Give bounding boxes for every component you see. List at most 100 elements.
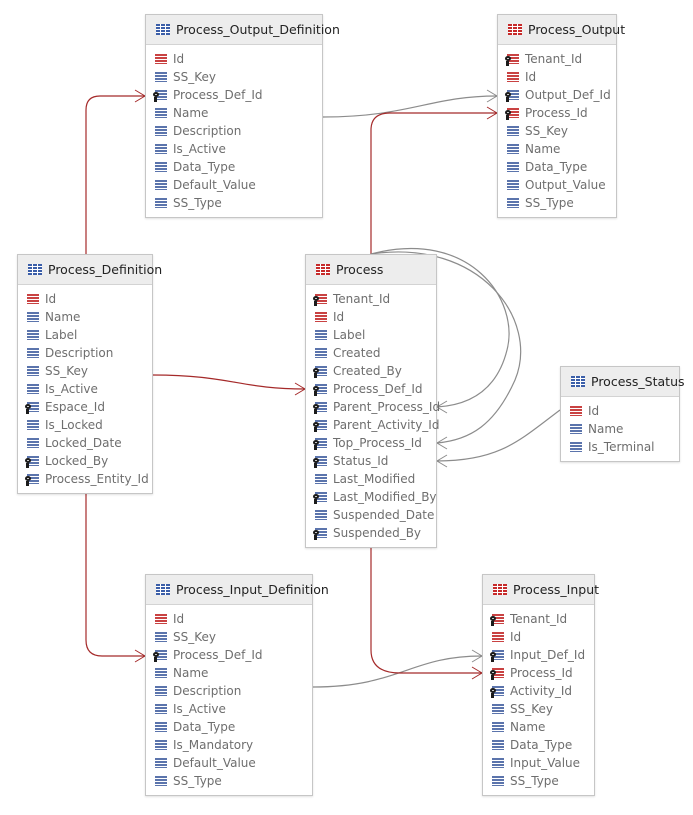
attribute-row[interactable]: SS_Key xyxy=(18,362,152,380)
attribute-row[interactable]: Process_Id xyxy=(483,664,594,682)
attribute-row[interactable]: Output_Def_Id xyxy=(498,86,616,104)
attribute-row[interactable]: SS_Key xyxy=(146,68,322,86)
attribute-row[interactable]: Parent_Process_Id xyxy=(306,398,440,416)
attribute-row[interactable]: Name xyxy=(18,308,152,326)
entity-header[interactable]: Process_Output_Definition xyxy=(146,15,340,45)
foreign-key-icon xyxy=(505,90,519,102)
relationship-process-to-process-output[interactable] xyxy=(370,106,498,254)
attribute-row[interactable]: Created_By xyxy=(306,362,436,380)
attribute-icon xyxy=(155,198,167,208)
attribute-row[interactable]: Is_Terminal xyxy=(561,438,679,456)
attribute-row[interactable]: Data_Type xyxy=(483,736,594,754)
attribute-row[interactable]: Process_Def_Id xyxy=(306,380,436,398)
attribute-row[interactable]: Input_Value xyxy=(483,754,594,772)
entity-header[interactable]: Process_Input_Definition xyxy=(146,575,329,605)
primary-key-icon xyxy=(570,406,582,416)
attribute-row[interactable]: Id xyxy=(18,290,152,308)
attribute-row[interactable]: Label xyxy=(306,326,436,344)
foreign-key-icon xyxy=(25,456,39,468)
attribute-name: Status_Id xyxy=(333,454,389,468)
attribute-row[interactable]: Parent_Activity_Id xyxy=(306,416,439,434)
attribute-name: Created xyxy=(333,346,381,360)
attribute-icon xyxy=(27,330,39,340)
attribute-row[interactable]: Last_Modified_By xyxy=(306,488,437,506)
relationship-process-to-process[interactable] xyxy=(370,251,522,450)
relationship-process-input-definition-to-process-input[interactable] xyxy=(312,649,483,688)
attribute-row[interactable]: Suspended_Date xyxy=(306,506,436,524)
attribute-name: Suspended_By xyxy=(333,526,422,540)
attribute-row[interactable]: Description xyxy=(146,682,312,700)
entity-header[interactable]: Process_Input xyxy=(483,575,599,605)
attribute-row[interactable]: Top_Process_Id xyxy=(306,434,436,452)
attribute-row[interactable]: Id xyxy=(498,68,616,86)
attribute-row[interactable]: Name xyxy=(146,664,312,682)
attribute-row[interactable]: SS_Type xyxy=(483,772,594,790)
attribute-row[interactable]: Id xyxy=(146,50,322,68)
attribute-row[interactable]: Process_Entity_Id xyxy=(18,470,152,488)
attribute-row[interactable]: Data_Type xyxy=(146,158,322,176)
attribute-row[interactable]: Default_Value xyxy=(146,176,322,194)
attribute-row[interactable]: Input_Def_Id xyxy=(483,646,594,664)
attribute-row[interactable]: Name xyxy=(561,420,679,438)
relationship-process-to-process-input[interactable] xyxy=(370,548,483,680)
attribute-row[interactable]: SS_Type xyxy=(498,194,616,212)
attribute-row[interactable]: Tenant_Id xyxy=(306,290,436,308)
relationship-process-to-process[interactable] xyxy=(370,248,510,414)
relationship-process-definition-to-process[interactable] xyxy=(152,374,306,396)
relationship-process-status-to-process[interactable] xyxy=(436,409,561,468)
entity-title: Process_Input xyxy=(513,582,600,597)
attribute-row[interactable]: SS_Type xyxy=(146,772,312,790)
attribute-row[interactable]: Status_Id xyxy=(306,452,436,470)
table-blue-icon xyxy=(571,376,585,387)
attribute-row[interactable]: SS_Type xyxy=(146,194,322,212)
attribute-row[interactable]: Locked_By xyxy=(18,452,152,470)
attribute-row[interactable]: Label xyxy=(18,326,152,344)
attribute-row[interactable]: Description xyxy=(146,122,322,140)
attribute-row[interactable]: Name xyxy=(146,104,322,122)
relationship-process-definition-to-process-input-definition[interactable] xyxy=(85,494,146,663)
attribute-row[interactable]: SS_Key xyxy=(146,628,312,646)
attribute-row[interactable]: Is_Locked xyxy=(18,416,152,434)
relationship-process-definition-to-process-output-definition[interactable] xyxy=(85,89,146,254)
attribute-row[interactable]: Id xyxy=(561,402,679,420)
attribute-row[interactable]: Process_Def_Id xyxy=(146,86,322,104)
attribute-row[interactable]: Description xyxy=(18,344,152,362)
attribute-row[interactable]: Espace_Id xyxy=(18,398,152,416)
attribute-row[interactable]: Id xyxy=(483,628,594,646)
attribute-row[interactable]: Created xyxy=(306,344,436,362)
attribute-row[interactable]: Suspended_By xyxy=(306,524,436,542)
attribute-row[interactable]: Tenant_Id xyxy=(498,50,616,68)
attribute-row[interactable]: SS_Key xyxy=(483,700,594,718)
attribute-row[interactable]: Locked_Date xyxy=(18,434,152,452)
attribute-row[interactable]: Default_Value xyxy=(146,754,312,772)
entity-header[interactable]: Process_Status xyxy=(561,367,685,397)
attribute-row[interactable]: Data_Type xyxy=(146,718,312,736)
entity-header[interactable]: Process_Definition xyxy=(18,255,162,285)
attribute-row[interactable]: SS_Key xyxy=(498,122,616,140)
attribute-row[interactable]: Id xyxy=(306,308,436,326)
attribute-row[interactable]: Is_Active xyxy=(146,140,322,158)
attribute-row[interactable]: Is_Active xyxy=(146,700,312,718)
attribute-row[interactable]: Name xyxy=(483,718,594,736)
attribute-row[interactable]: Process_Id xyxy=(498,104,616,122)
attribute-name: Default_Value xyxy=(173,178,256,192)
attribute-row[interactable]: Is_Mandatory xyxy=(146,736,312,754)
attribute-row[interactable]: Activity_Id xyxy=(483,682,594,700)
attribute-row[interactable]: Is_Active xyxy=(18,380,152,398)
attribute-row[interactable]: Last_Modified xyxy=(306,470,436,488)
attribute-row[interactable]: Tenant_Id xyxy=(483,610,594,628)
attribute-row[interactable]: Output_Value xyxy=(498,176,616,194)
attribute-row[interactable]: Name xyxy=(498,140,616,158)
entity-header[interactable]: Process xyxy=(306,255,436,285)
attribute-row[interactable]: Data_Type xyxy=(498,158,616,176)
attribute-row[interactable]: Id xyxy=(146,610,312,628)
entity-header[interactable]: Process_Output xyxy=(498,15,625,45)
attribute-row[interactable]: Process_Def_Id xyxy=(146,646,312,664)
